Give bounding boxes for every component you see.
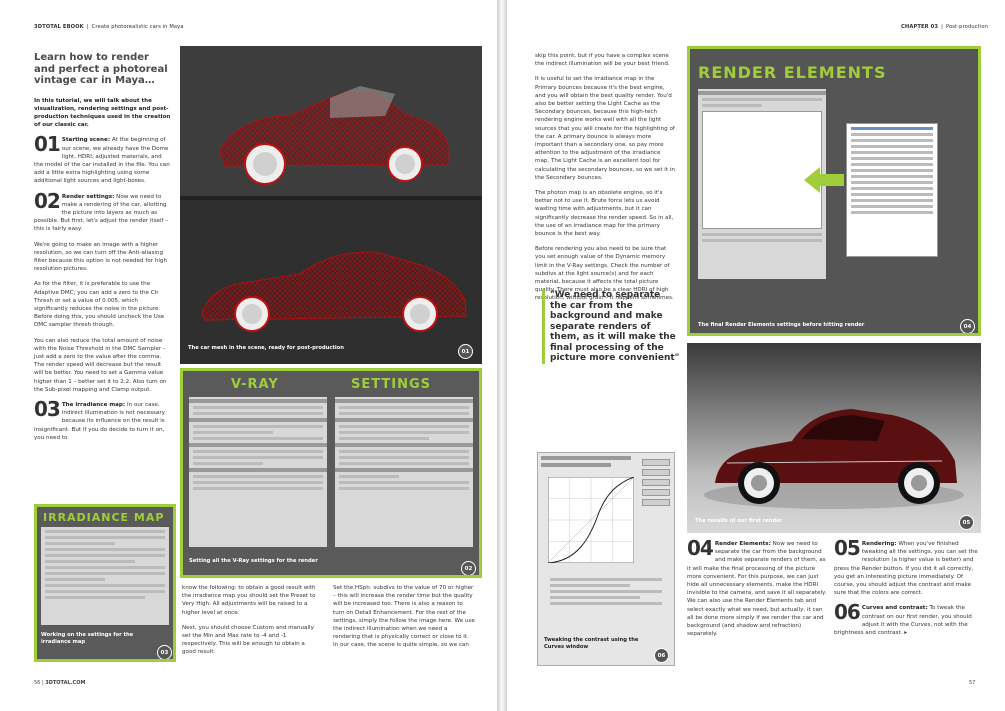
article-intro: In this tutorial, we will talk about the…: [34, 97, 171, 129]
paragraph-irradiance-preset: know the following: to obtain a good res…: [182, 585, 316, 616]
curves-smooth-button[interactable]: [642, 479, 670, 486]
figure-caption-04: The final Render Elements settings befor…: [698, 322, 865, 328]
figure-number-01: 01: [458, 344, 473, 359]
render-elements-list: [846, 123, 938, 257]
paragraph-hsph-subdivs: Set the HSph. subdivs to the value of 70…: [333, 585, 475, 649]
render-elements-title: RENDER ELEMENTS: [698, 63, 887, 82]
irradiance-map-title: IRRADIANCE MAP: [43, 511, 165, 524]
curves-ok-button[interactable]: [642, 459, 670, 466]
vray-dialog-right: [335, 397, 473, 547]
figure-caption-02: Setting all the V-Ray settings for the r…: [189, 558, 318, 564]
figure-number-04: 04: [960, 319, 975, 333]
figure-irradiance-map: IRRADIANCE MAP Working on the settings f…: [34, 504, 176, 662]
figure-car-mesh: The car mesh in the scene, ready for pos…: [180, 46, 482, 364]
figure-number-03: 03: [157, 645, 172, 659]
paragraph-photon-map: The photon map is an obsolete engine, so…: [535, 190, 674, 238]
left-column-1: Learn how to render and perfect a photor…: [34, 52, 172, 449]
curves-options: [546, 575, 666, 608]
article-title: Learn how to render and perfect a photor…: [34, 52, 168, 86]
figure-caption-06: Tweaking the contrast using the Curves w…: [544, 637, 639, 650]
figure-curves-window: Tweaking the contrast using the Curves w…: [537, 452, 675, 666]
curves-cancel-button[interactable]: [642, 469, 670, 476]
right-footer: 57: [969, 680, 976, 686]
right-column-1: skip this point, but if you have a compl…: [535, 52, 675, 310]
car-wireframe-illustration: [180, 46, 482, 364]
left-running-header: 3DTOTAL EBOOK|Create photorealistic cars…: [34, 24, 184, 30]
curves-options-button[interactable]: [642, 499, 670, 506]
figure-caption-03: Working on the settings for the irradian…: [41, 632, 134, 645]
paragraph-dynamic-memory: Before rendering you also need to be sur…: [535, 246, 674, 302]
left-column-3: Set the HSph. subdivs to the value of 70…: [333, 584, 475, 657]
vray-dialog-left: [189, 397, 327, 547]
pull-quote: "We need to separate the car from the ba…: [542, 290, 680, 364]
paragraph-noise-threshold: You can also reduce the total amount of …: [34, 337, 167, 393]
paragraph-anti-aliasing: We're going to make an image with a high…: [34, 241, 168, 273]
figure-caption-01: The car mesh in the scene, ready for pos…: [188, 345, 344, 351]
right-running-header: CHAPTER 03|Post-production: [901, 24, 989, 30]
curves-buttons: [642, 459, 670, 506]
vray-title-left: V-RAY: [231, 377, 279, 392]
figure-number-05: 05: [959, 515, 974, 530]
figure-number-06: 06: [654, 648, 669, 663]
figure-number-02: 02: [461, 561, 476, 575]
page-gutter: [497, 0, 507, 711]
render-elements-dialog: [698, 89, 826, 279]
figure-first-render: The results of our first render 05: [687, 343, 981, 533]
right-page: CHAPTER 03|Post-production skip this poi…: [507, 0, 1005, 711]
paragraph-primary-bounces: It is useful to set the irradiance map i…: [535, 76, 675, 181]
paragraph-skip-point: skip this point, but if you have a compl…: [535, 53, 670, 68]
paragraph-min-max-rate: Next, you should choose Custom and manua…: [182, 624, 314, 656]
paragraph-adaptive-dmc: As for the filter, it is preferable to u…: [34, 281, 165, 329]
figure-caption-05: The results of our first render: [695, 518, 783, 524]
curves-graph: [548, 477, 634, 563]
figure-render-elements: RENDER ELEMENTS The final Render Element…: [687, 46, 981, 336]
vray-title-right: SETTINGS: [351, 377, 432, 392]
irradiance-dialog: [41, 527, 169, 625]
vintage-car-render: [704, 409, 964, 509]
arrow-left-icon: [804, 167, 844, 193]
figure-vray-settings: V-RAY SETTINGS Setting all the V-Ray set…: [180, 368, 482, 578]
left-page: 3DTOTAL EBOOK|Create photorealistic cars…: [0, 0, 497, 711]
left-column-2: know the following: to obtain a good res…: [182, 584, 320, 664]
curves-auto-button[interactable]: [642, 489, 670, 496]
left-footer: 56 | 3DTOTAL.COM: [34, 680, 86, 686]
